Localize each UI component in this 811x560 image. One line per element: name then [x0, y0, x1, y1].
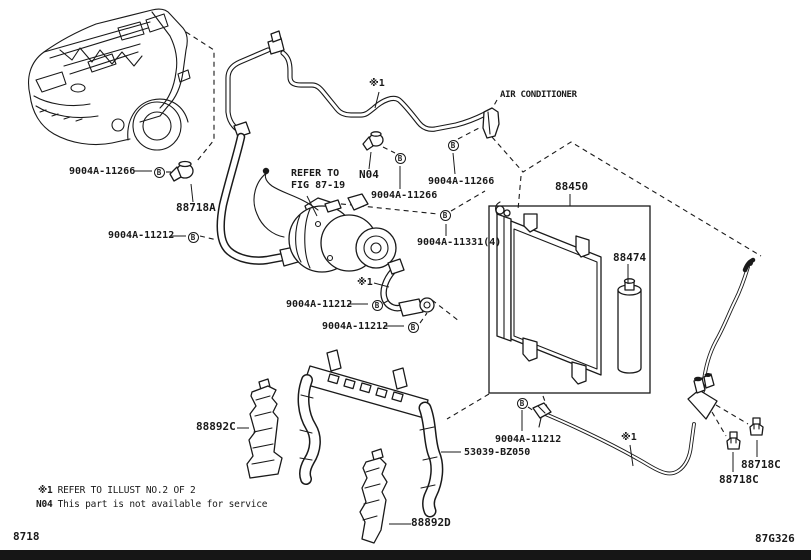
footnote-star1-text: REFER TO ILLUST NO.2 OF 2: [57, 485, 196, 496]
compressor: [253, 167, 397, 273]
part-label-9004a-11212-mid1: 9004A-11212: [286, 299, 353, 310]
footnote-n04-text: This part is not available for service: [57, 499, 268, 510]
footer-bar: [0, 550, 811, 560]
radiator-support-frame: [300, 349, 437, 511]
refer-to-fig-note-line1: REFER TO: [291, 168, 340, 179]
bracket-88892d: [359, 448, 388, 544]
fastener-b-icon-1: B: [153, 166, 165, 178]
hose-assembly-no1: [384, 258, 435, 317]
part-label-88474: 88474: [613, 251, 647, 264]
bracket-88892c: [246, 378, 283, 479]
condenser-assembly: [488, 201, 651, 394]
discharge-tube: [228, 30, 500, 139]
part-label-9004a-11266-right: 9004A-11266: [428, 176, 495, 187]
footnote-star1: ※1 REFER TO ILLUST NO.2 OF 2: [38, 485, 196, 496]
dashed-reference-lines: [166, 31, 762, 437]
part-label-9004a-11212-mid2: 9004A-11212: [322, 321, 389, 332]
part-label-88718a: 88718A: [176, 201, 216, 214]
fastener-b-icon-2: B: [187, 231, 199, 243]
footnote-n04: N04 This part is not available for servic…: [36, 499, 268, 510]
part-label-9004a-11266-left: 9004A-11266: [69, 166, 136, 177]
part-label-9004a-11331: 9004A-11331(4): [417, 237, 502, 248]
ref-label-star1-bottom: ※1: [621, 432, 637, 443]
leader-lines: [134, 91, 758, 525]
part-label-53039-bz050: 53039-BZ050: [464, 447, 531, 458]
part-label-88718c-lower: 88718C: [719, 473, 759, 486]
ref-label-star1-top: ※1: [369, 78, 385, 89]
page-code-left: 8718: [13, 530, 40, 543]
figure-code-right: 87G326: [755, 532, 795, 545]
part-label-88718c-upper: 88718C: [741, 458, 781, 471]
liquid-pipe: [532, 257, 756, 476]
pipe-clamp-n04: [362, 131, 384, 151]
fastener-b-icon-7: B: [407, 321, 419, 333]
footnote-n04-prefix: N04: [36, 499, 53, 510]
fastener-b-icon-6: B: [371, 299, 383, 311]
fastener-b-icon-8: B: [516, 397, 528, 409]
part-label-n04: N04: [359, 168, 379, 181]
footnote-star1-prefix: ※1: [38, 485, 53, 496]
part-label-9004a-11266-mid: 9004A-11266: [371, 190, 438, 201]
pipe-clamp-88718a: [169, 160, 194, 182]
section-label-air-conditioner: AIR CONDITIONER: [500, 90, 577, 100]
clip-88718c-lower: [726, 431, 741, 450]
clip-88718c-upper: [749, 417, 764, 436]
part-label-9004a-11212-left: 9004A-11212: [108, 230, 175, 241]
part-label-88450: 88450: [555, 180, 589, 193]
receiver-drier: [617, 278, 642, 374]
fastener-b-icon-4: B: [447, 139, 459, 151]
car-illustration: [27, 8, 191, 151]
part-label-88892d: 88892D: [411, 516, 451, 529]
part-label-9004a-11212-bottom: 9004A-11212: [495, 434, 562, 445]
refer-to-fig-note-line2: FIG 87-19: [291, 180, 346, 191]
part-label-88892c: 88892C: [196, 420, 236, 433]
fastener-b-icon-3: B: [394, 152, 406, 164]
fastener-b-icon-5: B: [439, 209, 451, 221]
ref-label-star1-mid: ※1: [357, 277, 373, 288]
